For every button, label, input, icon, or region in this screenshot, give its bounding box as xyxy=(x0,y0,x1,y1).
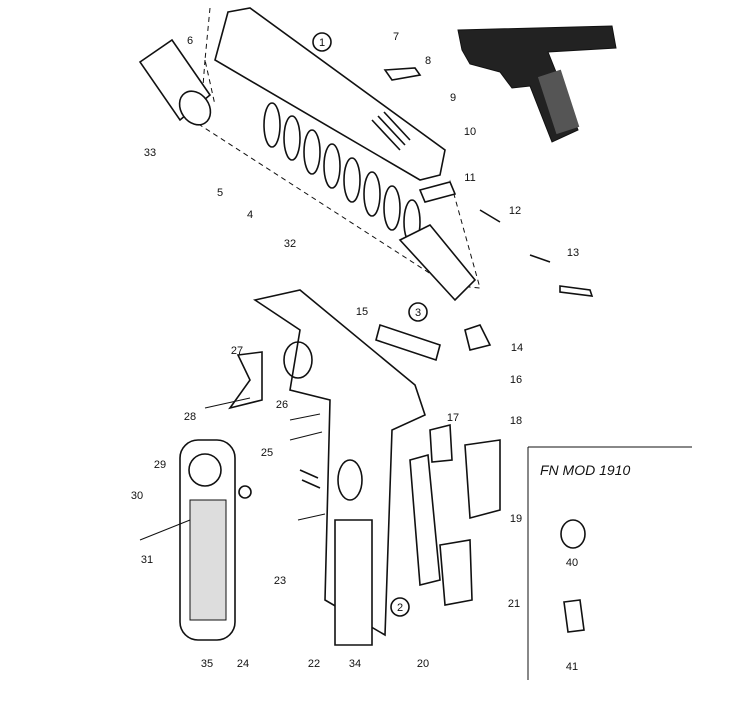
label-31: 31 xyxy=(141,554,153,566)
label-33: 33 xyxy=(144,147,156,159)
label-29: 29 xyxy=(154,459,166,471)
label-21: 21 xyxy=(508,598,520,610)
label-23: 23 xyxy=(274,575,286,587)
grip-panel xyxy=(179,439,236,641)
label-24: 24 xyxy=(237,658,249,670)
label-9: 9 xyxy=(450,92,456,104)
label-14: 14 xyxy=(511,342,523,354)
label-26: 26 xyxy=(276,399,288,411)
label-22: 22 xyxy=(308,658,320,670)
label-7: 7 xyxy=(393,31,399,43)
magazine xyxy=(334,519,373,646)
label-18: 18 xyxy=(510,415,522,427)
barrel-bushing xyxy=(138,38,212,126)
label-11: 11 xyxy=(464,172,475,184)
part-8 xyxy=(383,67,422,81)
label-5: 5 xyxy=(217,187,223,199)
label-35: 35 xyxy=(201,658,213,670)
pins xyxy=(204,397,326,521)
part-19 xyxy=(464,439,501,520)
label-32: 32 xyxy=(284,238,296,250)
label-4: 4 xyxy=(247,209,253,221)
pin-13 xyxy=(559,285,594,297)
part-15 xyxy=(375,323,441,362)
label-25: 25 xyxy=(261,447,273,459)
label-19: 19 xyxy=(510,513,522,525)
label-6: 6 xyxy=(187,35,193,47)
label-41: 41 xyxy=(566,661,578,673)
label-40: 40 xyxy=(566,557,578,569)
part-24 xyxy=(238,485,252,499)
label-13: 13 xyxy=(567,247,579,259)
label-1: 1 xyxy=(319,37,325,49)
part-20 xyxy=(409,453,441,587)
label-30: 30 xyxy=(131,490,143,502)
label-3: 3 xyxy=(415,307,421,319)
label-8: 8 xyxy=(425,55,431,67)
barrel xyxy=(398,223,477,302)
label-15: 15 xyxy=(356,306,368,318)
label-10: 10 xyxy=(464,126,476,138)
part-40 xyxy=(560,519,586,549)
label-2: 2 xyxy=(397,602,403,614)
label-20: 20 xyxy=(417,658,429,670)
part-41 xyxy=(563,599,585,633)
label-16: 16 xyxy=(510,374,522,386)
frame xyxy=(252,289,426,637)
grip-screw xyxy=(139,519,191,541)
model-title: FN MOD 1910 xyxy=(540,462,630,478)
part-21 xyxy=(439,539,473,606)
pistol-illustration xyxy=(457,25,617,143)
label-28: 28 xyxy=(184,411,196,423)
spring-23 xyxy=(299,469,321,489)
part-labels: 1 2 3 4 5 6 7 8 9 10 11 12 13 14 15 16 1… xyxy=(131,31,579,673)
part-14 xyxy=(464,324,492,351)
part-18 xyxy=(429,423,453,463)
firing-pin-spring xyxy=(479,209,551,263)
trigger xyxy=(228,351,263,410)
inset-box xyxy=(527,446,692,680)
slide xyxy=(214,7,446,181)
firing-pin xyxy=(418,181,457,203)
label-27: 27 xyxy=(231,345,243,357)
label-34: 34 xyxy=(349,658,361,670)
label-17: 17 xyxy=(447,412,459,424)
label-12: 12 xyxy=(509,205,521,217)
